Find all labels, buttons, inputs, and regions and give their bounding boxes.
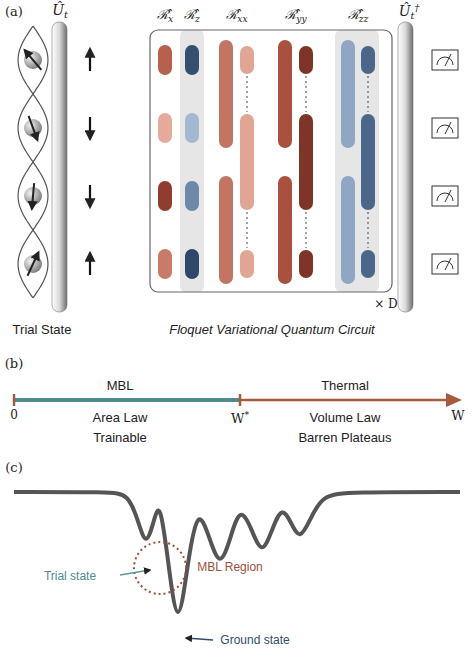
rz-gate xyxy=(185,181,199,211)
meter-symbol xyxy=(432,186,458,206)
spin-arrow xyxy=(32,183,34,209)
spin-arrow xyxy=(28,252,39,276)
rx-gate xyxy=(158,45,172,75)
rx-gate xyxy=(158,113,172,143)
meter-symbol xyxy=(432,118,458,138)
rzz-gate xyxy=(361,114,375,210)
shaded-column xyxy=(180,30,204,292)
rzz-gate xyxy=(341,176,355,284)
axis-arrowhead xyxy=(446,393,462,407)
caption-label: Floquet Variational Quantum Circuit xyxy=(169,323,374,337)
gate-label: ℛ̂yy xyxy=(285,8,306,24)
operator-label: Ût† xyxy=(399,3,420,22)
panel-label: (c) xyxy=(5,461,22,475)
ground-pointer xyxy=(186,638,213,640)
rz-gate xyxy=(185,249,199,279)
ryy-gate xyxy=(299,46,313,74)
operator-label: Ût xyxy=(52,3,68,21)
unitary-bar xyxy=(398,22,413,312)
gate-label: ℛ̂z xyxy=(184,8,200,24)
ryy-gate xyxy=(278,40,292,148)
rz-gate xyxy=(185,45,199,75)
periodic-link xyxy=(368,76,369,112)
meter-symbol xyxy=(432,50,458,70)
gate-label: ℛ̂x xyxy=(157,8,173,24)
spin-arrow xyxy=(29,116,38,140)
rx-gate xyxy=(158,249,172,279)
rx-gate xyxy=(158,181,172,211)
panel-label: (a) xyxy=(5,5,23,19)
spin-arrow xyxy=(89,117,91,139)
periodic-link xyxy=(247,76,248,112)
phase-property: Volume Law xyxy=(310,411,381,425)
spin-ball xyxy=(24,51,42,69)
phase-property: Area Law xyxy=(93,411,148,425)
spin-arrow xyxy=(89,185,91,207)
caption-label: Trial State xyxy=(13,323,72,337)
circuit-box xyxy=(150,30,392,292)
axis-value: W* xyxy=(231,410,249,426)
rzz-gate xyxy=(361,46,375,74)
ryy-gate xyxy=(299,250,313,278)
rxx-gate xyxy=(240,46,254,74)
mbl-region-circle xyxy=(134,542,186,594)
trial-pointer xyxy=(120,570,150,575)
axis-value: W xyxy=(451,409,464,423)
spin-arrow xyxy=(89,49,91,71)
panel-label: (b) xyxy=(5,357,23,371)
rzz-gate xyxy=(341,40,355,148)
region-label: MBL Region xyxy=(197,561,263,574)
axis-tick xyxy=(239,394,242,406)
periodic-link xyxy=(368,212,369,248)
energy-landscape xyxy=(14,492,460,612)
axis-value: 0 xyxy=(10,409,18,422)
phase-property: Trainable xyxy=(93,431,147,445)
phase-label: Thermal xyxy=(321,379,369,393)
mbl-axis xyxy=(14,398,240,402)
meter-symbol xyxy=(432,254,458,274)
shaded-column xyxy=(335,30,379,292)
circuit-art xyxy=(18,22,458,312)
rxx-gate xyxy=(240,114,254,210)
trial-state-label: Trial state xyxy=(44,570,96,583)
thermal-axis xyxy=(240,399,448,402)
spin-arrow xyxy=(89,253,91,275)
spin-arrow xyxy=(25,50,42,70)
ryy-gate xyxy=(299,114,313,210)
rxx-gate xyxy=(219,40,233,148)
rzz-gate xyxy=(361,250,375,278)
unitary-bar xyxy=(52,22,67,312)
ryy-gate xyxy=(278,176,292,284)
rz-gate xyxy=(185,113,199,143)
periodic-link xyxy=(247,212,248,248)
ground-state-label: Ground state xyxy=(220,634,289,647)
gate-label: ℛ̂zz xyxy=(348,8,369,24)
phase-property: Barren Plateaus xyxy=(298,431,391,445)
axis-tick xyxy=(13,394,16,406)
gate-label: ℛ̂xx xyxy=(226,8,247,24)
rxx-gate xyxy=(219,176,233,284)
repeat-label: × D xyxy=(374,298,398,311)
periodic-link xyxy=(306,212,307,248)
phase-label: MBL xyxy=(107,379,134,393)
periodic-link xyxy=(306,76,307,112)
rxx-gate xyxy=(240,250,254,278)
